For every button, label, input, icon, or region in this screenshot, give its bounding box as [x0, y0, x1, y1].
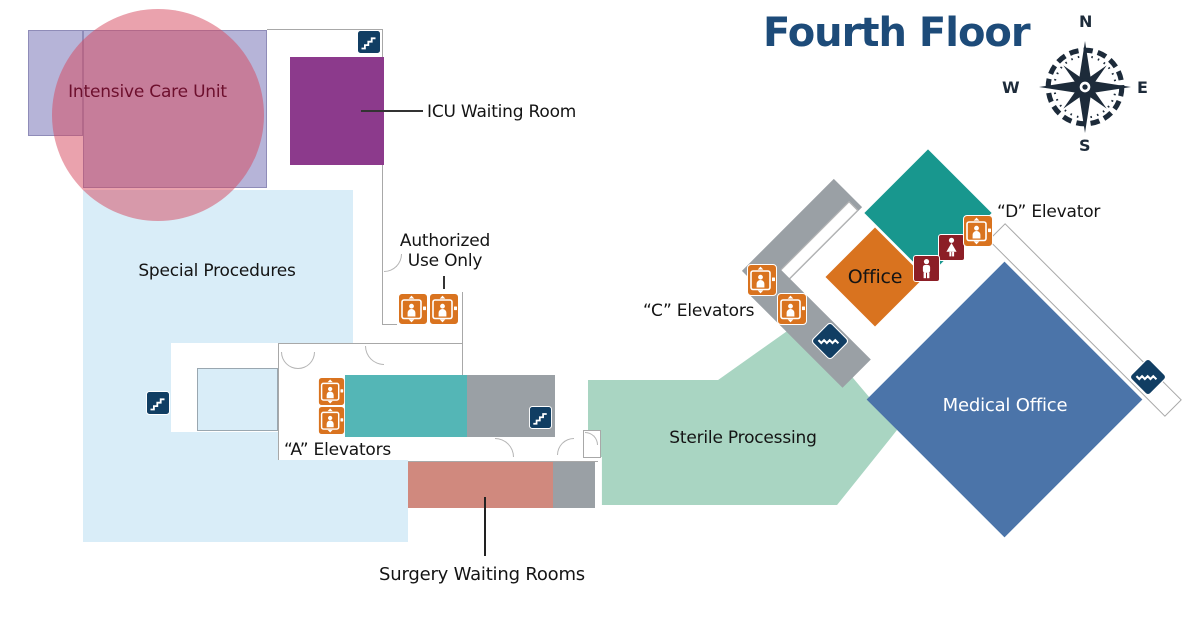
surgery-waiting-label: Surgery Waiting Rooms — [379, 564, 585, 585]
elevator-icon — [398, 293, 428, 325]
compass-rose-icon — [1039, 41, 1131, 133]
elevator-icon — [318, 377, 345, 406]
special-procedures-region — [278, 460, 408, 542]
authorized-line2: Use Only — [407, 251, 483, 272]
stairs-icon — [146, 391, 170, 415]
teal-corridor-region — [345, 375, 467, 437]
corridor-wall-line — [462, 292, 463, 375]
callout-line-icu-waiting — [361, 110, 423, 112]
page-title: Fourth Floor — [763, 10, 1031, 56]
elevator-icon — [747, 264, 777, 296]
callout-line-authorized — [443, 276, 445, 289]
compass-north-label: N — [1079, 12, 1093, 31]
elevator-icon — [429, 293, 459, 325]
special-procedures-label: Special Procedures — [138, 261, 296, 281]
special-procedures-region — [83, 432, 278, 542]
medical-office-label: Medical Office — [942, 395, 1068, 416]
office-label: Office — [847, 266, 903, 288]
stairs-icon — [357, 30, 381, 54]
a-elevators-label: “A” Elevators — [284, 440, 392, 460]
icu-waiting-room-label: ICU Waiting Room — [427, 102, 577, 122]
authorized-use-only-label: Authorized Use Only — [391, 231, 499, 272]
connector-line — [382, 324, 397, 325]
c-elevators-label: “C” Elevators — [643, 301, 755, 321]
restroom-men-icon — [913, 255, 940, 282]
gray-corridor-region — [553, 462, 595, 508]
compass-east-label: E — [1137, 78, 1148, 97]
icu-label: Intensive Care Unit — [68, 82, 227, 102]
elevator-icon — [777, 293, 807, 325]
compass-south-label: S — [1079, 136, 1091, 155]
sterile-processing-label: Sterile Processing — [669, 428, 817, 448]
callout-line-surgery — [484, 497, 486, 556]
elevator-icon — [963, 215, 993, 247]
elevator-icon — [318, 406, 345, 435]
restroom-women-icon — [938, 234, 965, 261]
stairs-icon — [810, 321, 850, 361]
compass-west-label: W — [1002, 78, 1020, 97]
inner-room — [197, 368, 278, 431]
authorized-line1: Authorized — [399, 231, 491, 251]
stairs-icon — [529, 406, 552, 429]
stairs-icon — [1128, 357, 1168, 397]
surgery-waiting-region — [408, 462, 553, 508]
icu-highlight-circle — [52, 9, 264, 221]
d-elevator-label: “D” Elevator — [997, 202, 1101, 222]
